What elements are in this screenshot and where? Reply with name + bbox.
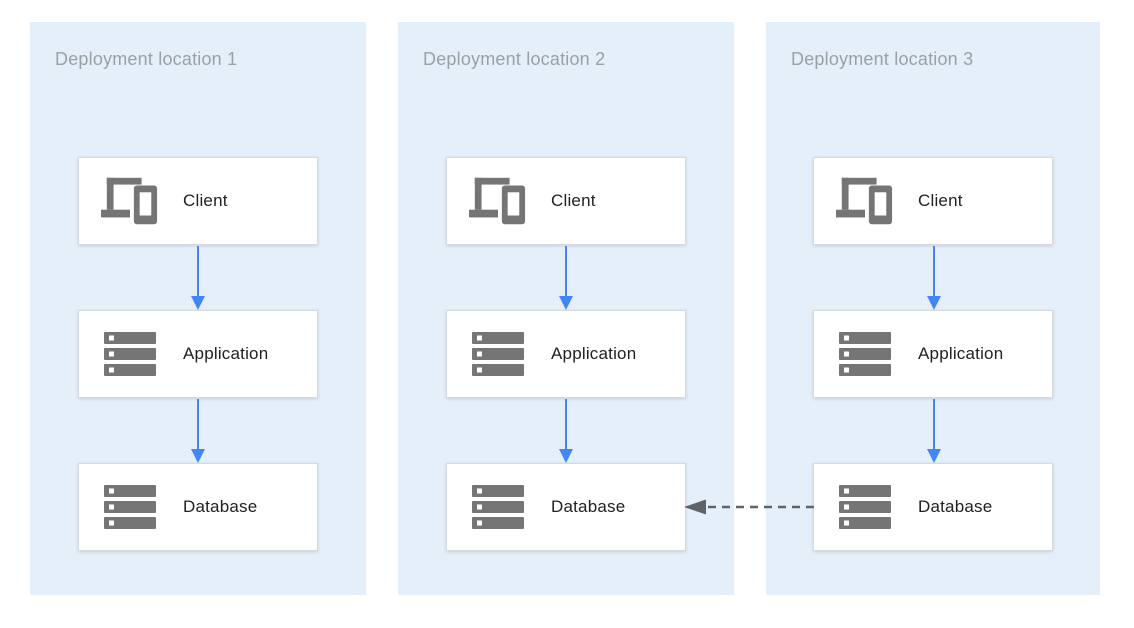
node-application-3: Application: [813, 310, 1053, 398]
devices-icon: [469, 177, 527, 225]
deployment-zone-1: Deployment location 1 Client Application: [30, 22, 366, 595]
server-stack-icon: [101, 332, 159, 376]
node-database-3: Database: [813, 463, 1053, 551]
server-stack-icon: [469, 485, 527, 529]
node-label: Database: [551, 497, 626, 516]
node-client-3: Client: [813, 157, 1053, 245]
devices-icon: [101, 177, 159, 225]
node-label: Database: [918, 497, 993, 516]
deployment-zone-3: Deployment location 3 Client Application: [766, 22, 1100, 595]
node-application-1: Application: [78, 310, 318, 398]
server-stack-icon: [836, 485, 894, 529]
node-label: Client: [918, 191, 963, 210]
server-stack-icon: [836, 332, 894, 376]
node-application-2: Application: [446, 310, 686, 398]
node-label: Application: [918, 344, 1004, 363]
server-stack-icon: [469, 332, 527, 376]
node-database-1: Database: [78, 463, 318, 551]
node-client-1: Client: [78, 157, 318, 245]
zone-title: Deployment location 1: [55, 49, 238, 69]
deployment-zone-2: Deployment location 2 Client Application: [398, 22, 734, 595]
node-client-2: Client: [446, 157, 686, 245]
node-label: Client: [183, 191, 228, 210]
node-database-2: Database: [446, 463, 686, 551]
zone-title: Deployment location 3: [791, 49, 974, 69]
server-stack-icon: [101, 485, 159, 529]
devices-icon: [836, 177, 894, 225]
node-label: Client: [551, 191, 596, 210]
node-label: Application: [183, 344, 269, 363]
node-label: Application: [551, 344, 637, 363]
zone-title: Deployment location 2: [423, 49, 606, 69]
node-label: Database: [183, 497, 258, 516]
